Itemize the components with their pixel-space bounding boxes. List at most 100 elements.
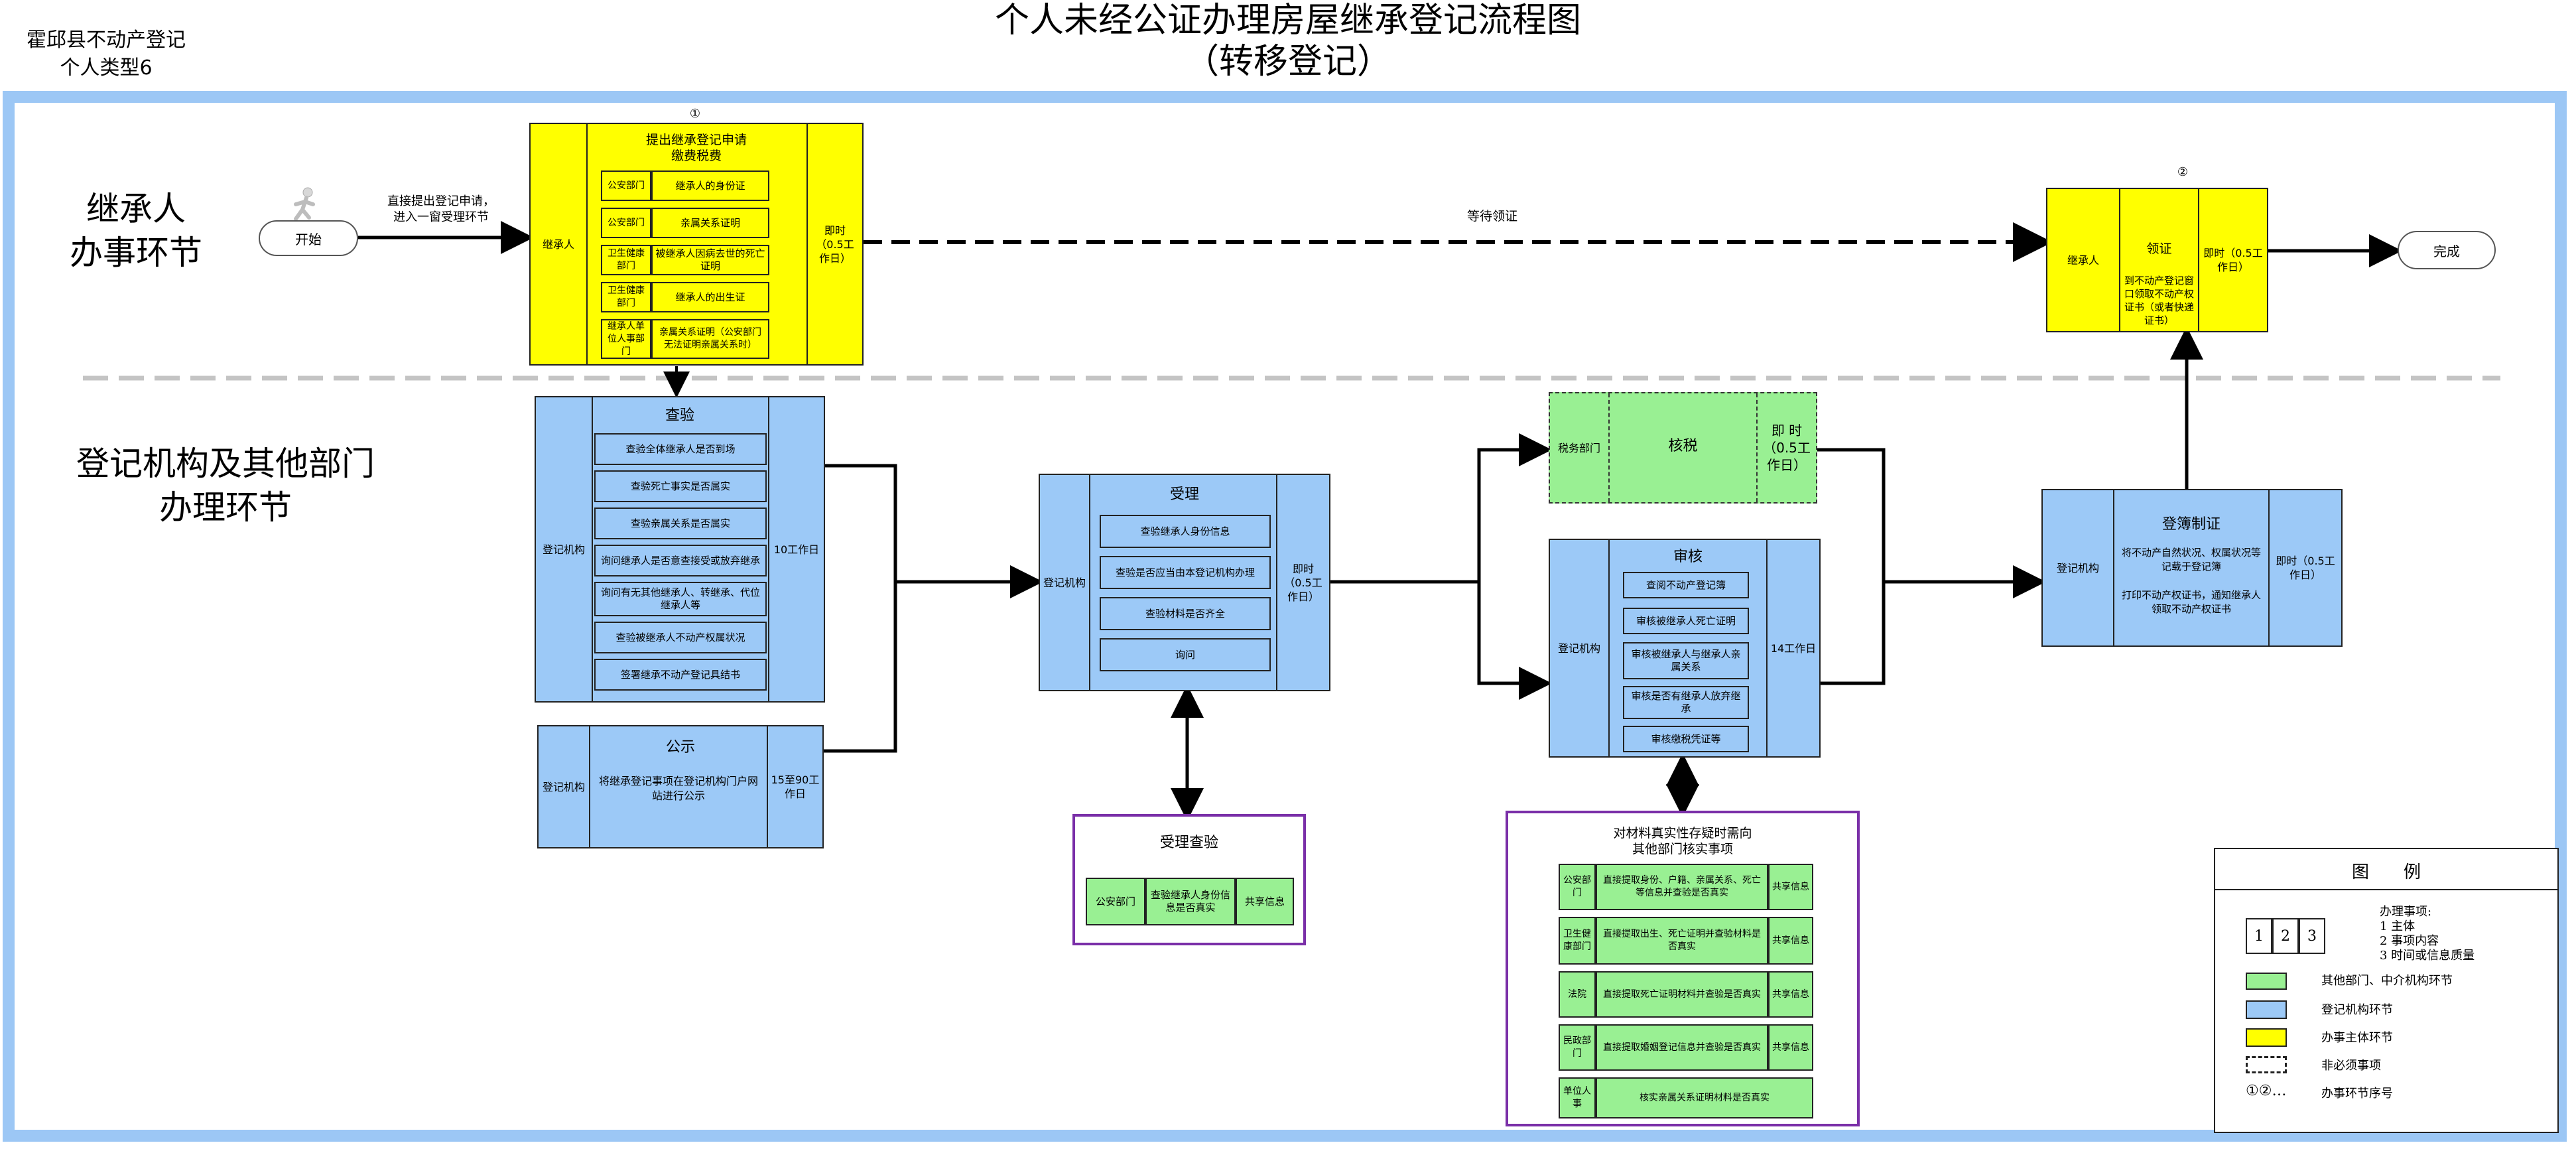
wait-label: 等待领证 (1466, 209, 1517, 224)
verify-title-line-2: 其他部门核实事项 (1632, 842, 1733, 856)
verify-dept-4: 民政部门 (1559, 1024, 1596, 1071)
apply-doc-2: 亲属关系证明 (651, 208, 769, 238)
accept-item-3: 查验材料是否齐全 (1100, 597, 1271, 630)
legend-yellow-label: 办事主体环节 (2321, 1031, 2393, 1045)
review-title: 审核 (1673, 549, 1703, 565)
accept-check-item: 查验继承人身份信息是否真实 (1145, 878, 1236, 925)
diagram-frame (3, 91, 2567, 1142)
tax-dept: 税务部门 (1550, 393, 1610, 502)
end-node[interactable]: 完成 (2398, 231, 2496, 269)
inspect-item-1: 查验全体继承人是否到场 (594, 433, 767, 465)
verify-method-4: 共享信息 (1768, 1024, 1813, 1071)
start-note: 直接提出登记申请， 进入一窗受理环节 (368, 194, 514, 226)
register-desc-1: 将不动产自然状况、权属状况等记载于登记簿 (2121, 547, 2261, 573)
inspect-time: 10工作日 (768, 397, 824, 701)
lane-agency-line-1: 登记机构及其他部门 (76, 444, 375, 483)
register-node[interactable]: 登记机构 即时（0.5工作日） 登簿制证 将不动产自然状况、权属状况等记载于登记… (2041, 489, 2343, 647)
page-subtitle: （转移登记） (1184, 42, 1391, 82)
legend-blue-swatch (2246, 1000, 2287, 1019)
connector-inspect-publicity (824, 464, 897, 753)
start-note-line-2: 进入一窗受理环节 (393, 210, 489, 224)
legend-panel: 图 例 1 2 3 办理事项: 1 主体 2 事项内容 3 时间或信息质量 其他… (2214, 848, 2559, 1133)
apply-title-line-1: 提出继承登记申请 (645, 133, 747, 147)
inspect-subject: 登记机构 (536, 397, 593, 701)
walking-person-icon (288, 187, 320, 224)
verify-method-3: 共享信息 (1768, 971, 1813, 1018)
legend-seq-label: 办事环节序号 (2321, 1087, 2393, 1101)
review-item-3: 审核被继承人与继承人亲属关系 (1623, 642, 1749, 679)
publicity-desc: 将继承登记事项在登记机构门户网站进行公示 (598, 775, 758, 802)
accept-item-1: 查验继承人身份信息 (1100, 515, 1271, 548)
collect-desc: 到不动产登记窗口领取不动产权证书（或者快递证书） (2124, 275, 2195, 326)
verify-node[interactable]: 对材料真实性存疑时需向 其他部门核实事项 公安部门 直接提取身份、户籍、亲属关系… (1506, 811, 1860, 1126)
inspect-title: 查验 (665, 407, 694, 424)
start-note-line-1: 直接提出登记申请， (387, 194, 495, 208)
accept-item-4: 询问 (1100, 638, 1271, 671)
apply-node[interactable]: 继承人 即时（0.5工作日） 提出继承登记申请 缴费税费 公安部门 继承人的身份… (529, 123, 864, 366)
inspect-item-4: 询问继承人是否意查接受或放弃继承 (594, 545, 767, 576)
accept-check-node[interactable]: 受理查验 公安部门 查验继承人身份信息是否真实 共享信息 (1072, 814, 1306, 945)
review-time: 14工作日 (1766, 540, 1819, 756)
accept-check-method: 共享信息 (1236, 878, 1294, 925)
apply-dept-3: 卫生健康部门 (601, 245, 651, 275)
accept-title: 受理 (1169, 486, 1199, 503)
accept-node[interactable]: 登记机构 即时（0.5工作日） 受理 查验继承人身份信息 查验是否应当由本登记机… (1039, 474, 1330, 691)
accept-time: 即时（0.5工作日） (1276, 475, 1329, 690)
collect-node[interactable]: 继承人 即时（0.5工作日） 领证 到不动产登记窗口领取不动产权证书（或者快递证… (2046, 188, 2268, 332)
verify-item-5: 核实亲属关系证明材料是否真实 (1596, 1077, 1813, 1118)
start-node[interactable]: 开始 (259, 220, 358, 256)
register-time: 即时（0.5工作日） (2268, 490, 2341, 645)
step-number-1: ① (689, 107, 701, 121)
legend-green-label: 其他部门、中介机构环节 (2321, 974, 2453, 988)
legend-yellow-swatch (2246, 1028, 2287, 1047)
verify-item-2: 直接提取出生、死亡证明并查验材料是否真实 (1596, 917, 1768, 965)
corner-line-1: 霍邱县不动产登记 (27, 29, 186, 52)
apply-subject: 继承人 (531, 124, 588, 364)
inspect-item-3: 查验亲属关系是否属实 (594, 507, 767, 539)
tax-node[interactable]: 税务部门 即 时（0.5工作日） 核税 (1549, 392, 1817, 504)
legend-item-3: 3 时间或信息质量 (2380, 949, 2475, 963)
tax-title: 核税 (1668, 438, 1698, 454)
review-item-5: 审核缴税凭证等 (1623, 726, 1749, 752)
review-item-1: 查阅不动产登记簿 (1623, 572, 1749, 598)
lane-applicant-line-2: 办事环节 (70, 234, 202, 272)
apply-doc-4: 继承人的出生证 (651, 282, 769, 312)
lane-label-applicant: 继承人 办事环节 (40, 187, 232, 275)
verify-method-1: 共享信息 (1768, 864, 1813, 910)
verify-dept-3: 法院 (1559, 971, 1596, 1018)
inspect-item-2: 查验死亡事实是否属实 (594, 470, 767, 502)
verify-dept-2: 卫生健康部门 (1559, 917, 1596, 965)
verify-item-4: 直接提取婚姻登记信息并查验是否真实 (1596, 1024, 1768, 1071)
tax-time: 即 时（0.5工作日） (1756, 393, 1816, 502)
legend-cell-3: 3 (2299, 918, 2325, 954)
inspect-item-7: 签署继承不动产登记具结书 (594, 659, 767, 691)
corner-line-2: 个人类型6 (60, 56, 153, 80)
apply-title-line-2: 缴费税费 (671, 149, 722, 163)
publicity-subject: 登记机构 (539, 726, 590, 847)
page-title: 个人未经公证办理房屋继承登记流程图 (994, 1, 1581, 40)
accept-item-2: 查验是否应当由本登记机构办理 (1100, 556, 1271, 589)
review-item-4: 审核是否有继承人放弃继承 (1623, 686, 1749, 719)
arrow-to-review (1477, 582, 1552, 700)
inspect-node[interactable]: 登记机构 10工作日 查验 查验全体继承人是否到场 查验死亡事实是否属实 查验亲… (535, 396, 825, 703)
legend-dashed-label: 非必须事项 (2321, 1059, 2381, 1073)
legend-blue-label: 登记机构环节 (2321, 1003, 2393, 1017)
legend-dashed-swatch (2246, 1056, 2287, 1073)
apply-dept-1: 公安部门 (601, 170, 651, 201)
step-number-2: ② (2177, 165, 2189, 179)
lane-label-agency: 登记机构及其他部门 办理环节 (53, 442, 398, 529)
collect-time: 即时（0.5工作日） (2198, 189, 2267, 331)
publicity-time: 15至90工作日 (767, 726, 822, 847)
legend-green-swatch (2246, 973, 2287, 990)
inspect-item-6: 查验被继承人不动产权属状况 (594, 622, 767, 653)
publicity-node[interactable]: 登记机构 15至90工作日 公示 将继承登记事项在登记机构门户网站进行公示 (537, 725, 824, 848)
apply-dept-2: 公安部门 (601, 208, 651, 238)
verify-title-line-1: 对材料真实性存疑时需向 (1613, 826, 1752, 841)
apply-doc-1: 继承人的身份证 (651, 170, 769, 201)
review-node[interactable]: 登记机构 14工作日 审核 查阅不动产登记簿 审核被继承人死亡证明 审核被继承人… (1549, 539, 1821, 758)
verify-item-3: 直接提取死亡证明材料并查验是否真实 (1596, 971, 1768, 1018)
corner-label: 霍邱县不动产登记 个人类型6 (0, 27, 212, 82)
legend-item-2: 2 事项内容 (2380, 934, 2439, 948)
verify-method-2: 共享信息 (1768, 917, 1813, 965)
